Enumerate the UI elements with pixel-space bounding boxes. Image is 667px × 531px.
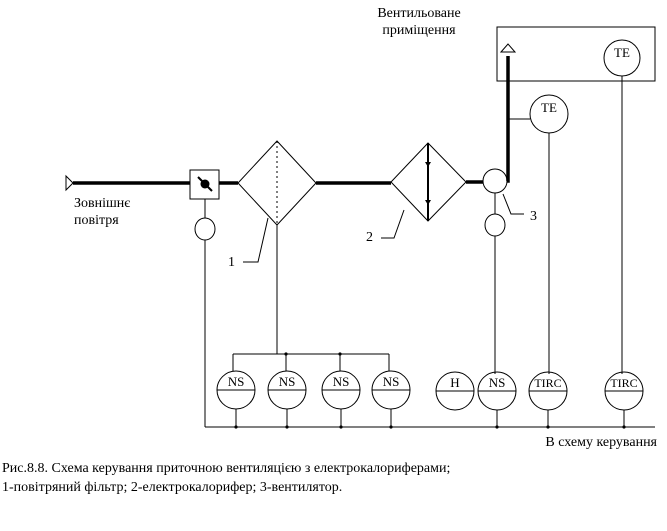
instrument-label: NS xyxy=(333,374,350,389)
heater-leader xyxy=(381,209,405,239)
heater-mark-top xyxy=(425,162,431,167)
instrument-label: H xyxy=(450,375,459,390)
air-damper xyxy=(189,169,220,427)
bus-junction xyxy=(546,425,550,429)
instrument-ns: NS xyxy=(216,370,256,427)
fan-marker: 3 xyxy=(530,209,537,224)
instrument-ns: NS xyxy=(477,371,517,427)
bus-junction xyxy=(338,352,342,356)
damper-actuator xyxy=(194,217,216,241)
inlet-arrow-icon xyxy=(65,174,74,192)
bus-junction xyxy=(234,425,238,429)
supply-duct-line xyxy=(506,56,510,183)
outside-air-label-line2: повітря xyxy=(74,213,119,228)
bus-junction xyxy=(622,425,626,429)
fan-body xyxy=(482,168,508,194)
instrument-ns: NS xyxy=(267,370,307,427)
instrument-label: TIRC xyxy=(610,376,637,390)
outside-air-label-line1: Зовнішнє xyxy=(74,196,130,211)
instrument-ns: NS xyxy=(371,370,411,427)
supply-arrow-icon xyxy=(499,43,517,53)
room-title-line2: приміщення xyxy=(382,23,456,38)
bus-junction xyxy=(389,425,393,429)
instrument-label: NS xyxy=(489,375,506,390)
room-title-line1: Вентильоване xyxy=(377,6,460,21)
outside-air-inlet: Зовнішнє повітря xyxy=(65,174,190,228)
instrument-tirc: TIRC xyxy=(604,371,644,427)
instrument-label: TIRC xyxy=(534,376,561,390)
bus-junction xyxy=(285,425,289,429)
filter-marker: 1 xyxy=(228,255,235,270)
heater-mark-bottom xyxy=(425,200,431,205)
instrument-tirc: TIRC xyxy=(528,371,568,427)
instrument-panel: NS NS NS NS H NS xyxy=(216,370,644,427)
ventilated-room: Вентильоване приміщення TE xyxy=(377,6,656,82)
supply-fan: 3 xyxy=(482,168,537,374)
instrument-h: H xyxy=(435,371,475,411)
instrument-label: NS xyxy=(228,374,245,389)
fan-leader xyxy=(502,193,524,215)
damper-blade xyxy=(197,176,213,192)
figure-caption-line2: 1-повітряний фільтр; 2-електрокалорифер;… xyxy=(2,480,343,495)
instrument-label: NS xyxy=(279,374,296,389)
instrument-ns: NS xyxy=(321,370,361,427)
bus-junction xyxy=(339,425,343,429)
supply-duct: TE xyxy=(499,43,569,374)
bus-junction xyxy=(495,425,499,429)
heater-marker: 2 xyxy=(366,230,373,245)
filter-leader xyxy=(243,217,269,263)
fan-actuator xyxy=(484,213,506,237)
duct-sensor-label: TE xyxy=(541,100,557,115)
air-filter: 1 xyxy=(228,140,317,354)
room-sensor-label: TE xyxy=(614,45,630,60)
electric-heater: 2 xyxy=(366,142,467,245)
filter-control-bus xyxy=(232,352,390,371)
figure-caption-line1: Рис.8.8. Схема керування приточною венти… xyxy=(2,461,451,476)
control-output-bus: В схему керування xyxy=(205,425,658,450)
instrument-label: NS xyxy=(383,374,400,389)
control-output-label: В схему керування xyxy=(545,435,657,450)
bus-junction xyxy=(284,352,288,356)
room-box xyxy=(496,26,656,82)
